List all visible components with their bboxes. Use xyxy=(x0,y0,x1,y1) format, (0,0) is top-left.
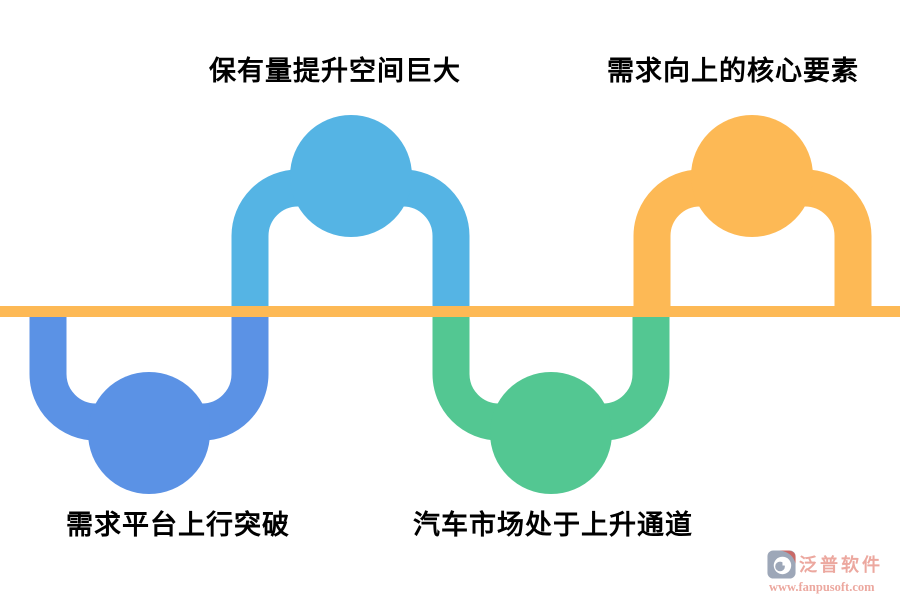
wave-segment-core-factors xyxy=(633,115,872,311)
fanpu-logo-icon xyxy=(767,550,796,579)
timeline-baseline xyxy=(0,306,900,317)
watermark-url-text: www.fanpusoft.com xyxy=(769,580,875,594)
node-circle-demand-platform xyxy=(88,372,210,494)
watermark: 泛普软件 www.fanpusoft.com xyxy=(766,549,900,594)
wave-segment-ownership xyxy=(231,115,470,311)
node-circle-core-factors xyxy=(691,115,813,237)
node-circle-auto-market xyxy=(490,372,612,494)
node-circle-ownership xyxy=(290,115,412,237)
wave-segment-demand-platform xyxy=(29,311,269,494)
label-ownership: 保有量提升空间巨大 xyxy=(209,56,461,86)
label-core-factors: 需求向上的核心要素 xyxy=(607,56,859,86)
wave-segment-auto-market xyxy=(432,311,670,494)
label-demand-platform: 需求平台上行突破 xyxy=(66,510,290,540)
watermark-brand-row: 泛普软件 xyxy=(766,549,900,580)
watermark-brand-text: 泛普软件 xyxy=(799,554,883,575)
label-auto-market: 汽车市场处于上升通道 xyxy=(413,510,693,540)
